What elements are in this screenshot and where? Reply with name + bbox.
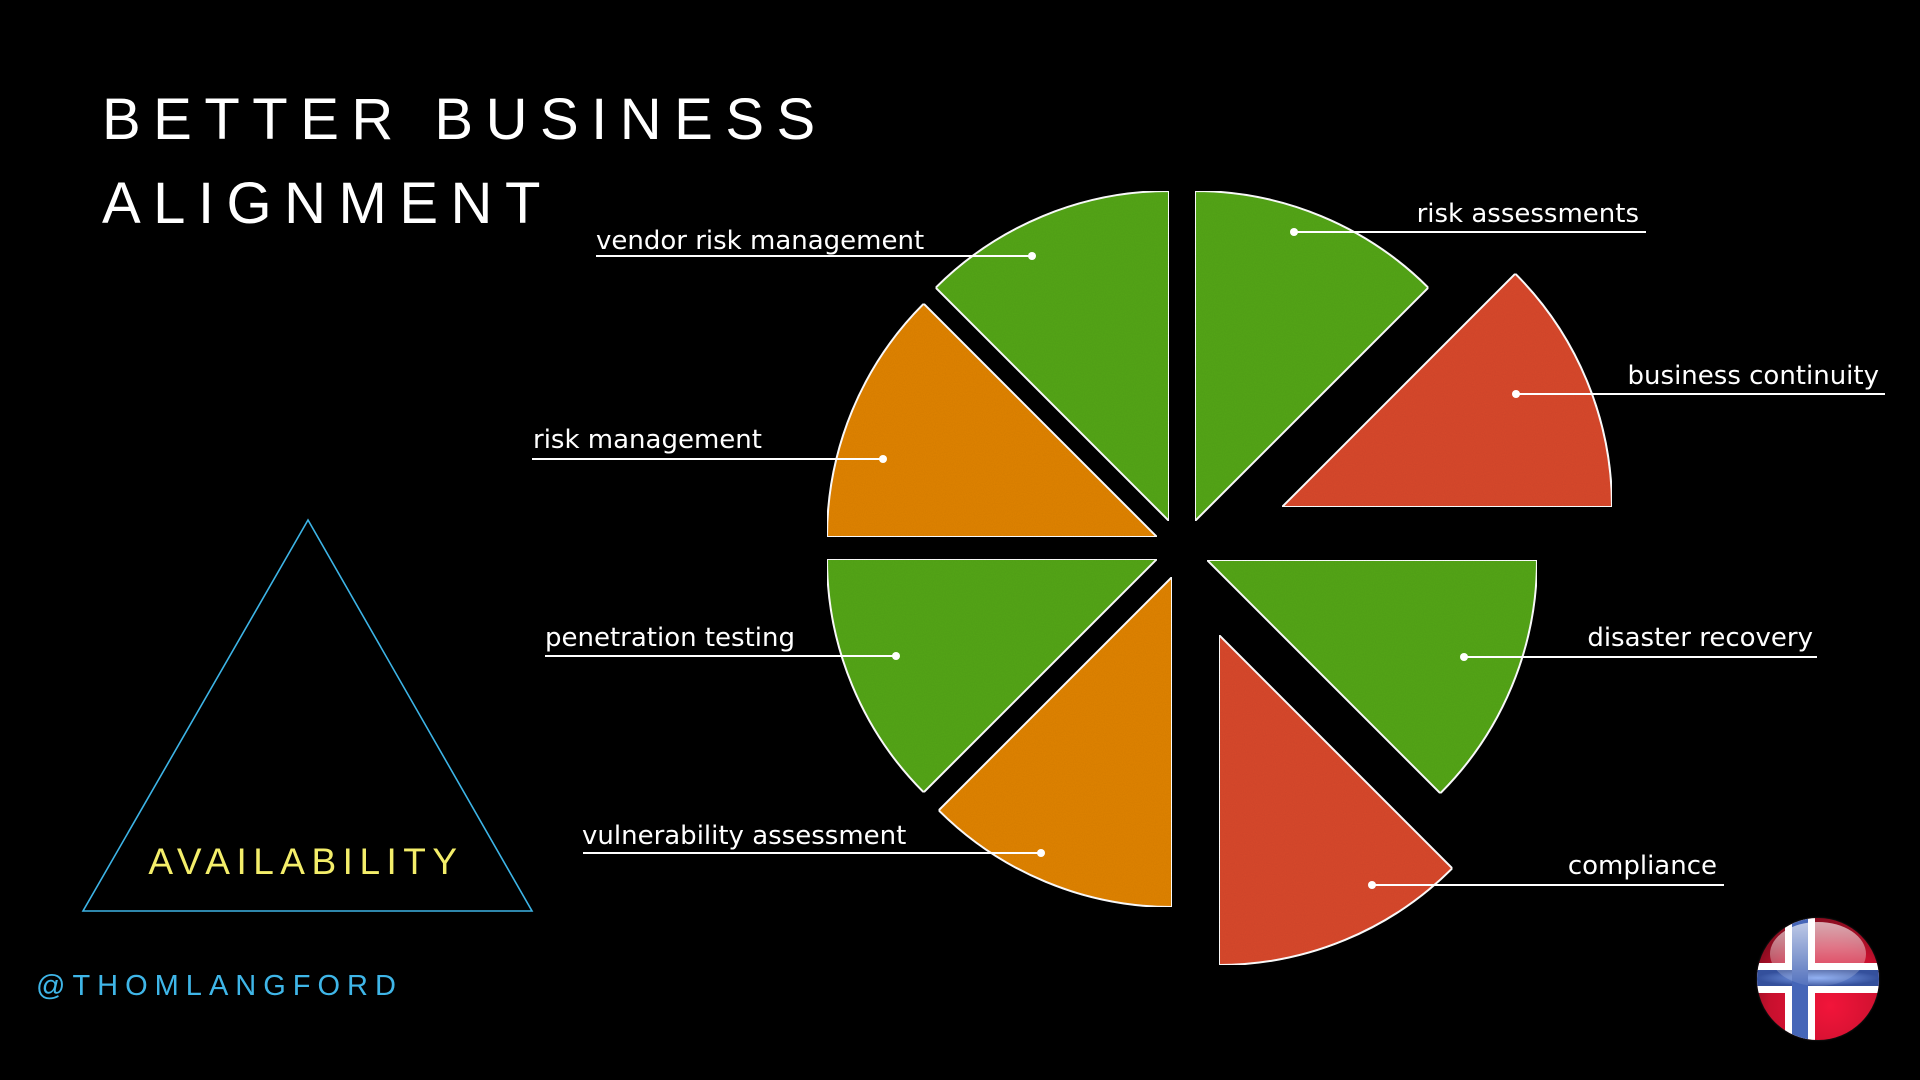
exploded-pie-chart <box>825 189 1614 967</box>
leader-dot <box>1512 390 1520 398</box>
leader-dot <box>892 652 900 660</box>
title-line-1: BETTER BUSINESS <box>102 87 828 152</box>
availability-triangle: AVAILABILITY <box>81 518 534 912</box>
slice-label-disaster-recovery: disaster recovery <box>1587 623 1813 653</box>
slide-title: BETTER BUSINESS ALIGNMENT <box>102 78 828 246</box>
leader-dot <box>1290 228 1298 236</box>
leader-dot <box>1028 252 1036 260</box>
slice-label-compliance: compliance <box>1568 851 1717 881</box>
pie-slice-business-continuity <box>1279 272 1614 508</box>
norway-flag-icon <box>1757 918 1879 1040</box>
pie-slice-vendor-risk-management <box>934 189 1170 524</box>
slice-labels: risk assessments business continuity disas… <box>532 199 1885 889</box>
slice-label-risk-management: risk management <box>533 425 762 455</box>
slice-label-penetration-testing: penetration testing <box>545 623 795 653</box>
slice-label-risk-assessments: risk assessments <box>1417 199 1639 229</box>
pie-slice-disaster-recovery <box>1204 559 1539 795</box>
twitter-handle: @THOMLANGFORD <box>36 970 403 1002</box>
pie-slice-risk-management <box>825 302 1160 538</box>
triangle-outline <box>81 518 534 912</box>
pie-slice-vulnerability-assessment <box>937 574 1173 909</box>
slice-label-business-continuity: business continuity <box>1628 361 1879 391</box>
slice-label-vulnerability-assessment: vulnerability assessment <box>582 821 906 851</box>
leader-dot <box>1460 653 1468 661</box>
pie-slice-penetration-testing <box>825 558 1160 794</box>
leader-dot <box>1037 849 1045 857</box>
pie-slice-risk-assessments <box>1194 189 1430 524</box>
title-line-2: ALIGNMENT <box>102 171 553 236</box>
triangle-label: AVAILABILITY <box>148 841 463 882</box>
slice-label-vendor-risk-management: vendor risk management <box>596 226 924 256</box>
leader-dot <box>879 455 887 463</box>
leader-dot <box>1368 881 1376 889</box>
